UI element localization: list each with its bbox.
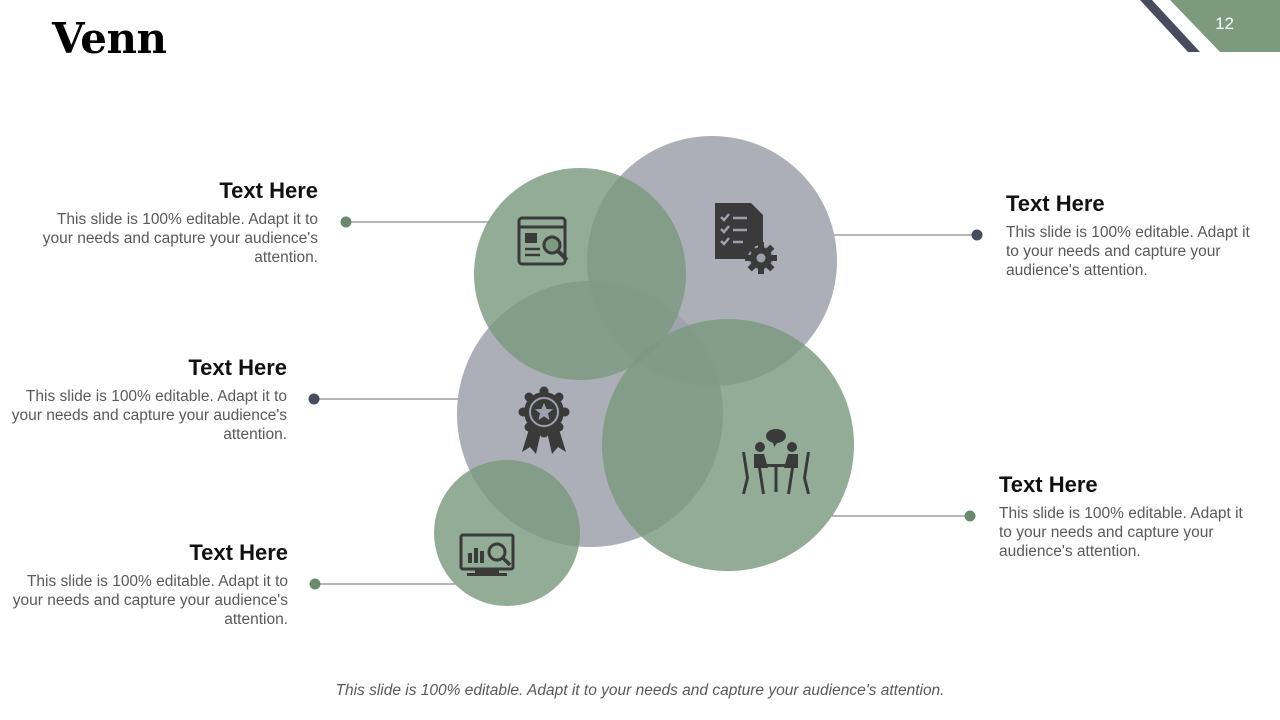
award-ribbon-icon (518, 386, 570, 454)
monitor-analytics-icon (459, 533, 515, 576)
callout-heading: Text Here (219, 178, 318, 203)
page-number: 12 (1215, 14, 1234, 33)
slide-title: Venn (52, 14, 167, 63)
dot-bottom-left (309, 578, 321, 590)
callout-body: This slide is 100% editable. Adapt it to… (12, 573, 288, 628)
callout-mid-left: Text Here This slide is 100% editable. A… (7, 355, 287, 444)
dot-mid-left (308, 393, 320, 405)
meeting-discussion-icon (742, 429, 810, 494)
circle-green-top (474, 168, 686, 380)
callout-heading: Text Here (189, 540, 288, 565)
callout-body: This slide is 100% editable. Adapt it to… (1006, 224, 1250, 279)
callout-heading: Text Here (999, 472, 1098, 497)
callout-heading: Text Here (1006, 191, 1105, 216)
dot-bottom-right (964, 510, 976, 522)
corner-decoration (1140, 0, 1280, 52)
callout-bottom-right: Text Here This slide is 100% editable. A… (999, 472, 1249, 561)
callout-heading: Text Here (188, 355, 287, 380)
callout-bottom-left: Text Here This slide is 100% editable. A… (8, 540, 288, 629)
callout-body: This slide is 100% editable. Adapt it to… (11, 388, 287, 443)
circle-green-right (602, 319, 854, 571)
document-search-icon (517, 216, 569, 266)
checklist-gear-icon (715, 203, 777, 274)
connector-lines (314, 221, 977, 585)
venn-circles (434, 136, 854, 606)
dot-top-left (340, 216, 352, 228)
dot-top-right (971, 229, 983, 241)
callout-top-right: Text Here This slide is 100% editable. A… (1006, 191, 1256, 280)
callout-body: This slide is 100% editable. Adapt it to… (999, 505, 1243, 560)
callout-body: This slide is 100% editable. Adapt it to… (42, 211, 318, 266)
circle-green-small (434, 460, 580, 606)
callout-top-left: Text Here This slide is 100% editable. A… (38, 178, 318, 267)
footer-note: This slide is 100% editable. Adapt it to… (335, 682, 945, 699)
